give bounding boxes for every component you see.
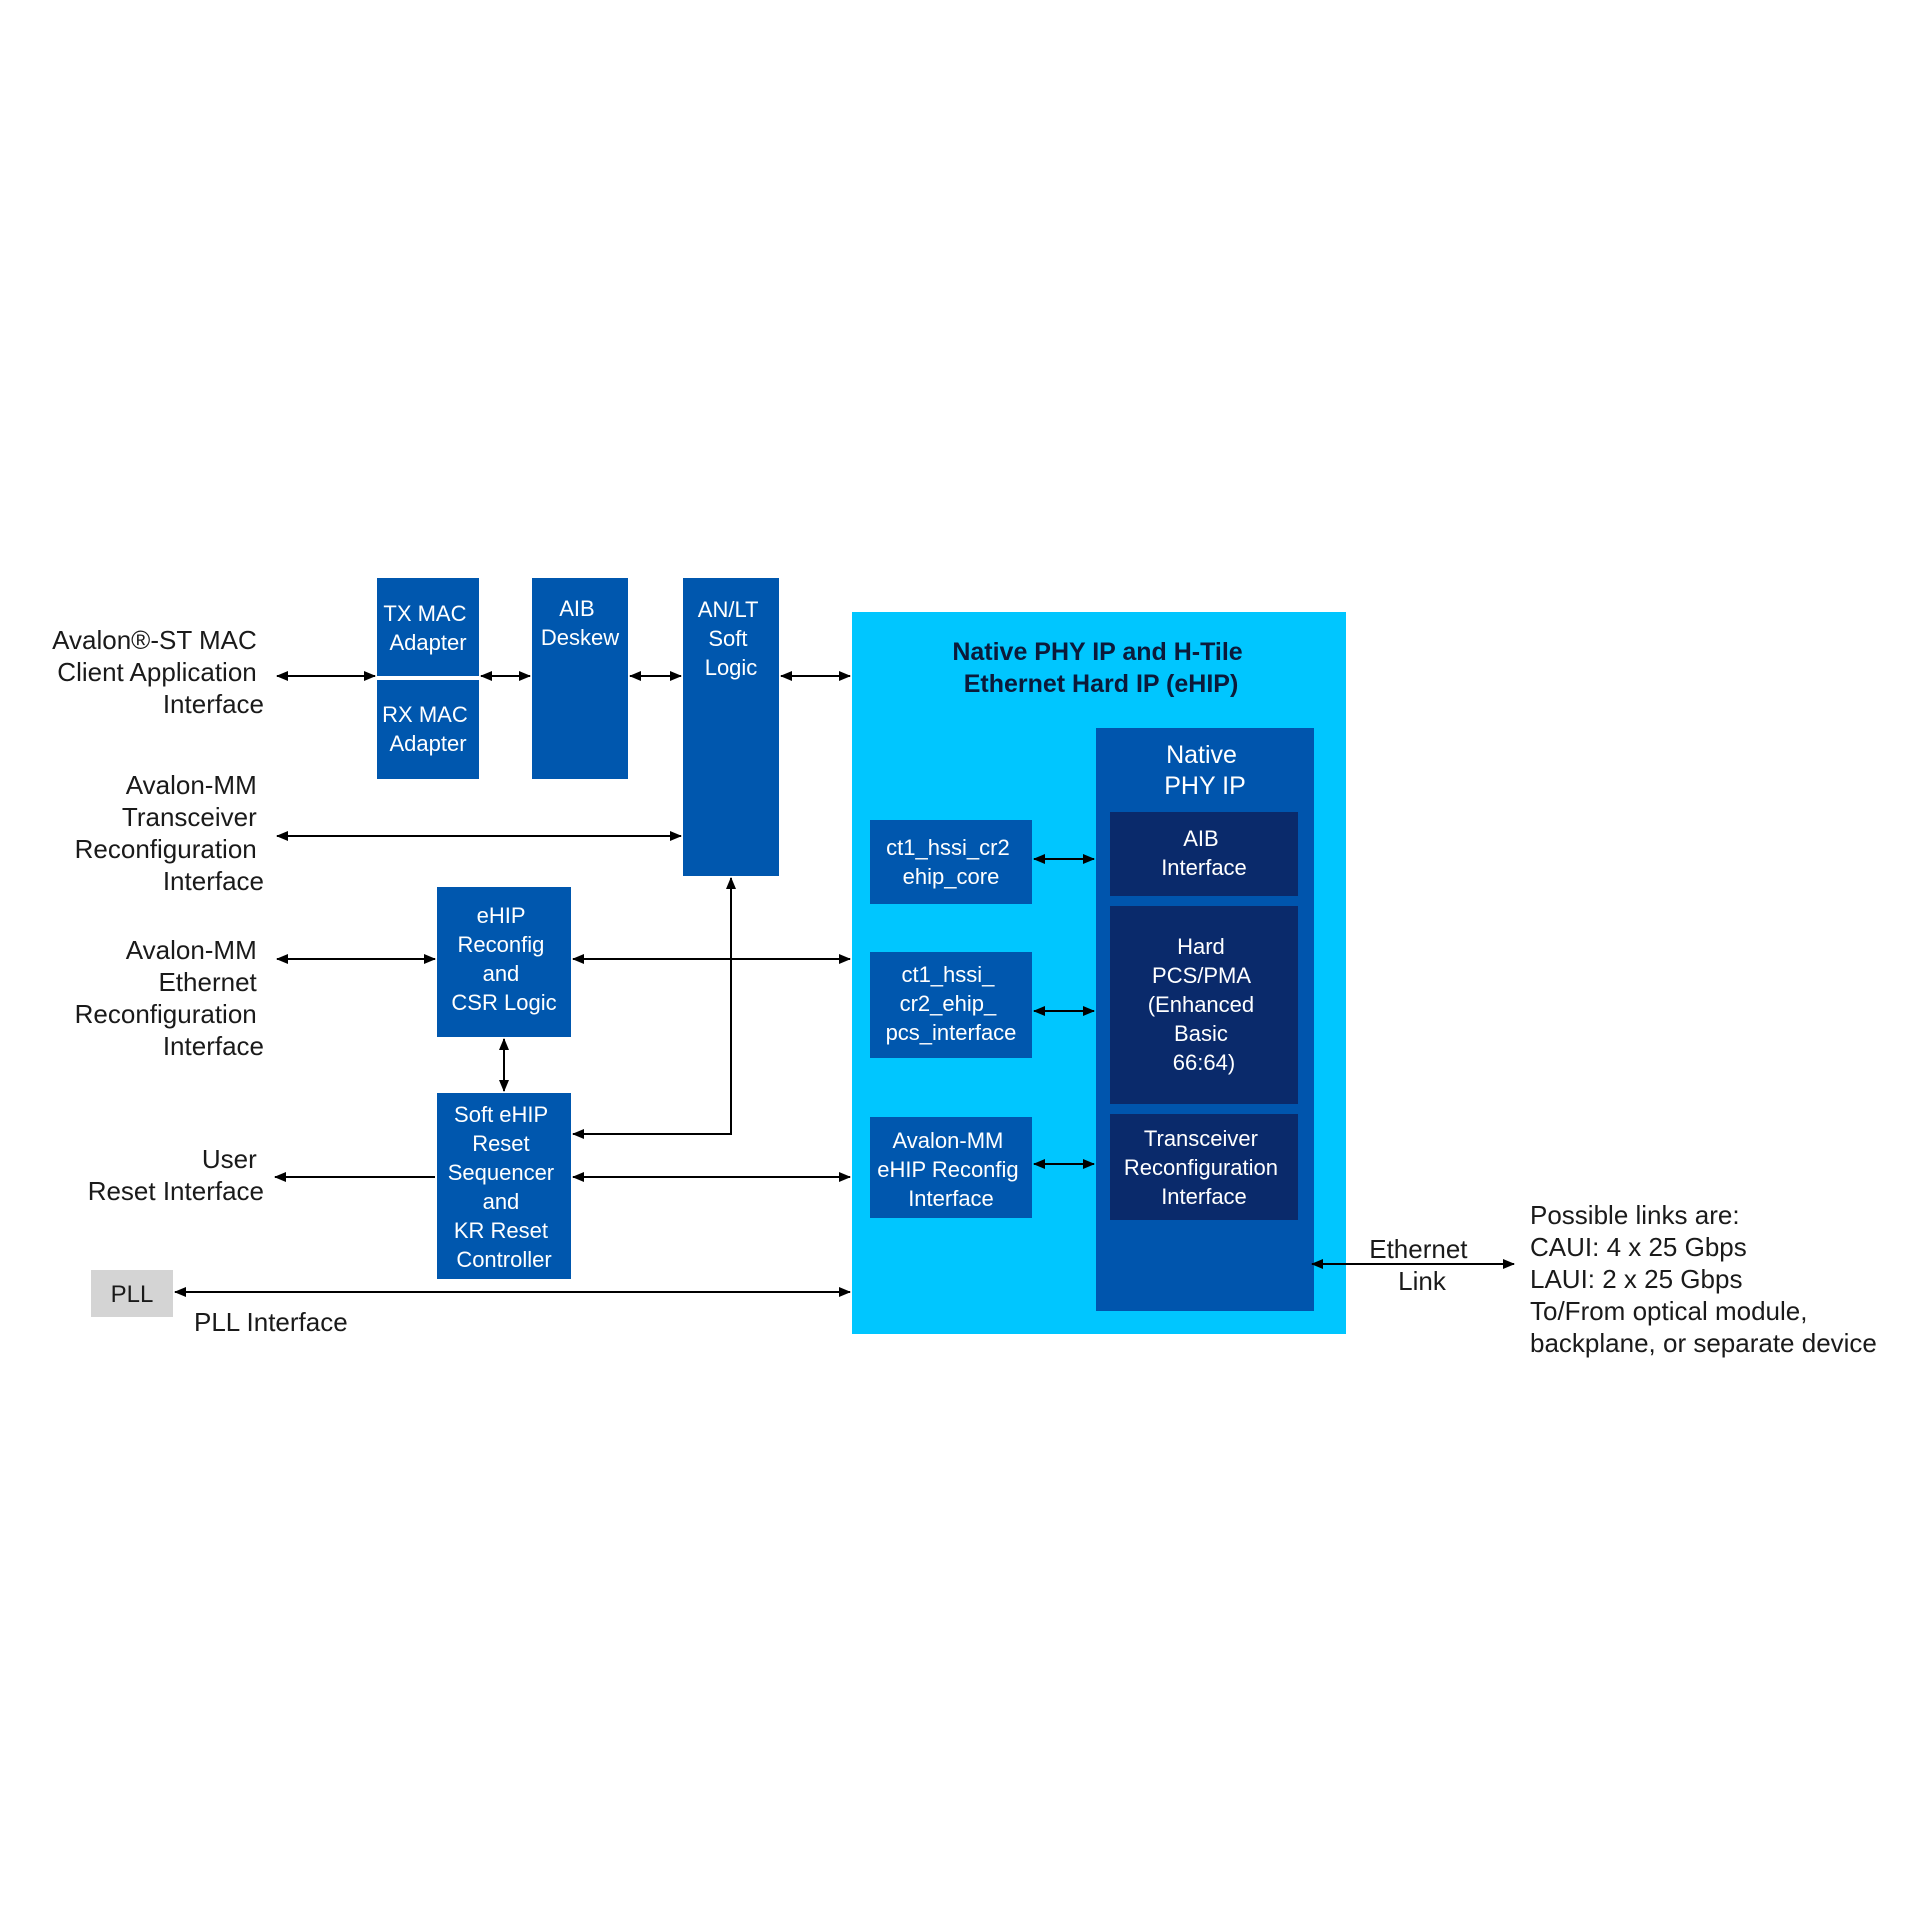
avalon-reconfig-block	[870, 1117, 1032, 1218]
xcvr-reconfig-label: Transceiver Reconfiguration Interface	[1124, 1126, 1284, 1209]
container-title: Native PHY IP and H-Tile Ethernet Hard I…	[952, 638, 1249, 698]
aib-deskew-label: AIB Deskew	[541, 596, 619, 650]
possible-links-label: Possible links are: CAUI: 4 x 25 Gbps LA…	[1530, 1200, 1877, 1358]
avalon-mm-eth-label: Avalon-MM Ethernet Reconfiguration Inter…	[75, 935, 264, 1061]
connectors	[174, 671, 1515, 1297]
pcs-interface-block	[870, 952, 1032, 1058]
pll-block	[91, 1270, 173, 1317]
reset-to-anlt-arrow	[572, 877, 736, 1139]
ehip-core-block	[870, 820, 1032, 904]
avalon-reconfig-label: Avalon-MM eHIP Reconfig Interface	[877, 1128, 1025, 1211]
aib-interface-block	[1110, 812, 1298, 896]
native-phy-title: Native PHY IP	[1164, 741, 1246, 800]
avalon-mm-xcvr-label: Avalon-MM Transceiver Reconfiguration In…	[75, 770, 264, 896]
pcs-interface-label: ct1_hssi_ cr2_ehip_ pcs_interface	[886, 962, 1017, 1045]
tx-mac-adapter-block	[377, 578, 479, 676]
ethernet-link-label: Ethernet Link	[1369, 1234, 1475, 1296]
pll-interface-label: PLL Interface	[194, 1307, 348, 1337]
ehip-reconfig-csr-label: eHIP Reconfig and CSR Logic	[451, 903, 556, 1015]
rx-mac-adapter-label: RX MAC Adapter	[382, 702, 474, 756]
ehip-reconfig-csr-block	[437, 887, 571, 1037]
aib-interface-label: AIB Interface	[1161, 826, 1247, 880]
soft-reset-sequencer-label: Soft eHIP Reset Sequencer and KR Reset C…	[448, 1102, 561, 1272]
soft-reset-sequencer-block	[437, 1093, 571, 1279]
rx-mac-adapter-block	[377, 680, 479, 779]
xcvr-reconfig-block	[1110, 1114, 1298, 1220]
anlt-soft-logic-label: AN/LT Soft Logic	[698, 597, 764, 680]
hard-pcs-pma-block	[1110, 906, 1298, 1104]
tx-mac-adapter-label: TX MAC Adapter	[383, 601, 472, 655]
aib-deskew-block	[532, 578, 628, 779]
avalon-st-label: Avalon®-ST MAC Client Application Interf…	[52, 625, 264, 719]
hard-pcs-pma-label: Hard PCS/PMA (Enhanced Basic 66:64)	[1148, 934, 1261, 1075]
ehip-core-label: ct1_hssi_cr2 ehip_core	[886, 835, 1016, 889]
user-reset-label: User Reset Interface	[88, 1144, 264, 1206]
pll-label: PLL	[111, 1281, 154, 1308]
anlt-soft-logic-block	[683, 578, 779, 876]
